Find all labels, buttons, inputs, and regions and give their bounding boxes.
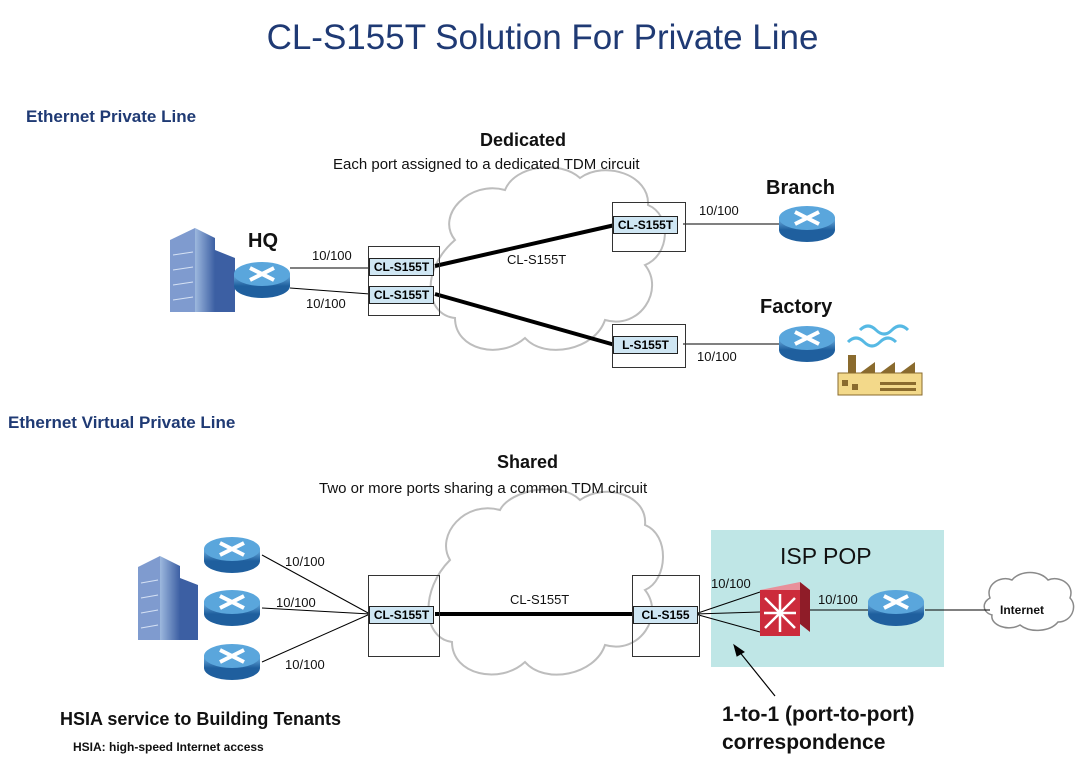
router-icon	[234, 262, 290, 298]
router-icon	[779, 206, 835, 242]
correspondence-line1: 1-to-1 (port-to-port)	[722, 703, 915, 726]
hsia-note: HSIA: high-speed Internet access	[73, 740, 264, 754]
epl-header: Dedicated	[480, 130, 567, 150]
page-title: CL-S155T Solution For Private Line	[266, 18, 819, 57]
building-icon	[138, 556, 198, 640]
link-speed: 10/100	[818, 592, 858, 607]
link-speed: 10/100	[699, 203, 739, 218]
factory-icon	[837, 324, 923, 396]
epl-links	[289, 223, 780, 347]
link-speed: 10/100	[312, 248, 352, 263]
branch-label: Branch	[766, 177, 835, 199]
internet-label: Internet	[1000, 603, 1045, 617]
device-frame	[632, 575, 700, 657]
cloud-icon	[429, 166, 666, 351]
evpl-cloud-label: CL-S155T	[510, 592, 570, 607]
correspondence-line2: correspondence	[722, 731, 886, 754]
link-speed: 10/100	[276, 595, 316, 610]
hsia-title: HSIA service to Building Tenants	[60, 709, 342, 729]
evpl-subheader: Two or more ports sharing a common TDM c…	[319, 480, 648, 497]
epl-cloud-label: CL-S155T	[507, 252, 567, 267]
router-icon	[204, 644, 260, 680]
link-speed: 10/100	[306, 296, 346, 311]
device-cl-s155t: L-S155T	[613, 336, 678, 354]
router-icon	[779, 326, 835, 362]
router-icon	[868, 590, 924, 626]
link-speed: 10/100	[285, 554, 325, 569]
link-speed: 10/100	[285, 657, 325, 672]
evpl-links	[261, 554, 990, 697]
hq-label: HQ	[248, 230, 278, 252]
device-frame	[612, 324, 686, 368]
switch-icon	[760, 582, 810, 636]
device-frame	[368, 575, 440, 657]
device-cl-s155t: CL-S155T	[613, 216, 678, 234]
router-icon	[204, 590, 260, 626]
cloud-icon	[983, 571, 1075, 631]
device-cl-s155t: CL-S155T	[369, 286, 434, 304]
evpl-header: Shared	[497, 452, 559, 472]
device-frame	[368, 246, 440, 316]
cloud-icon	[427, 488, 664, 676]
device-cl-s155t: CL-S155T	[369, 606, 434, 624]
building-icon	[170, 228, 235, 312]
factory-label: Factory	[760, 296, 833, 318]
link-speed: 10/100	[711, 576, 751, 591]
router-icon	[204, 537, 260, 573]
link-speed: 10/100	[697, 349, 737, 364]
evpl-section-title: Ethernet Virtual Private Line	[8, 413, 236, 432]
isp-pop-label: ISP POP	[780, 543, 872, 569]
device-cl-s155t: CL-S155	[633, 606, 698, 624]
epl-section-title: Ethernet Private Line	[26, 107, 197, 126]
device-frame	[612, 202, 686, 252]
device-cl-s155t: CL-S155T	[369, 258, 434, 276]
epl-subheader: Each port assigned to a dedicated TDM ci…	[333, 156, 640, 173]
